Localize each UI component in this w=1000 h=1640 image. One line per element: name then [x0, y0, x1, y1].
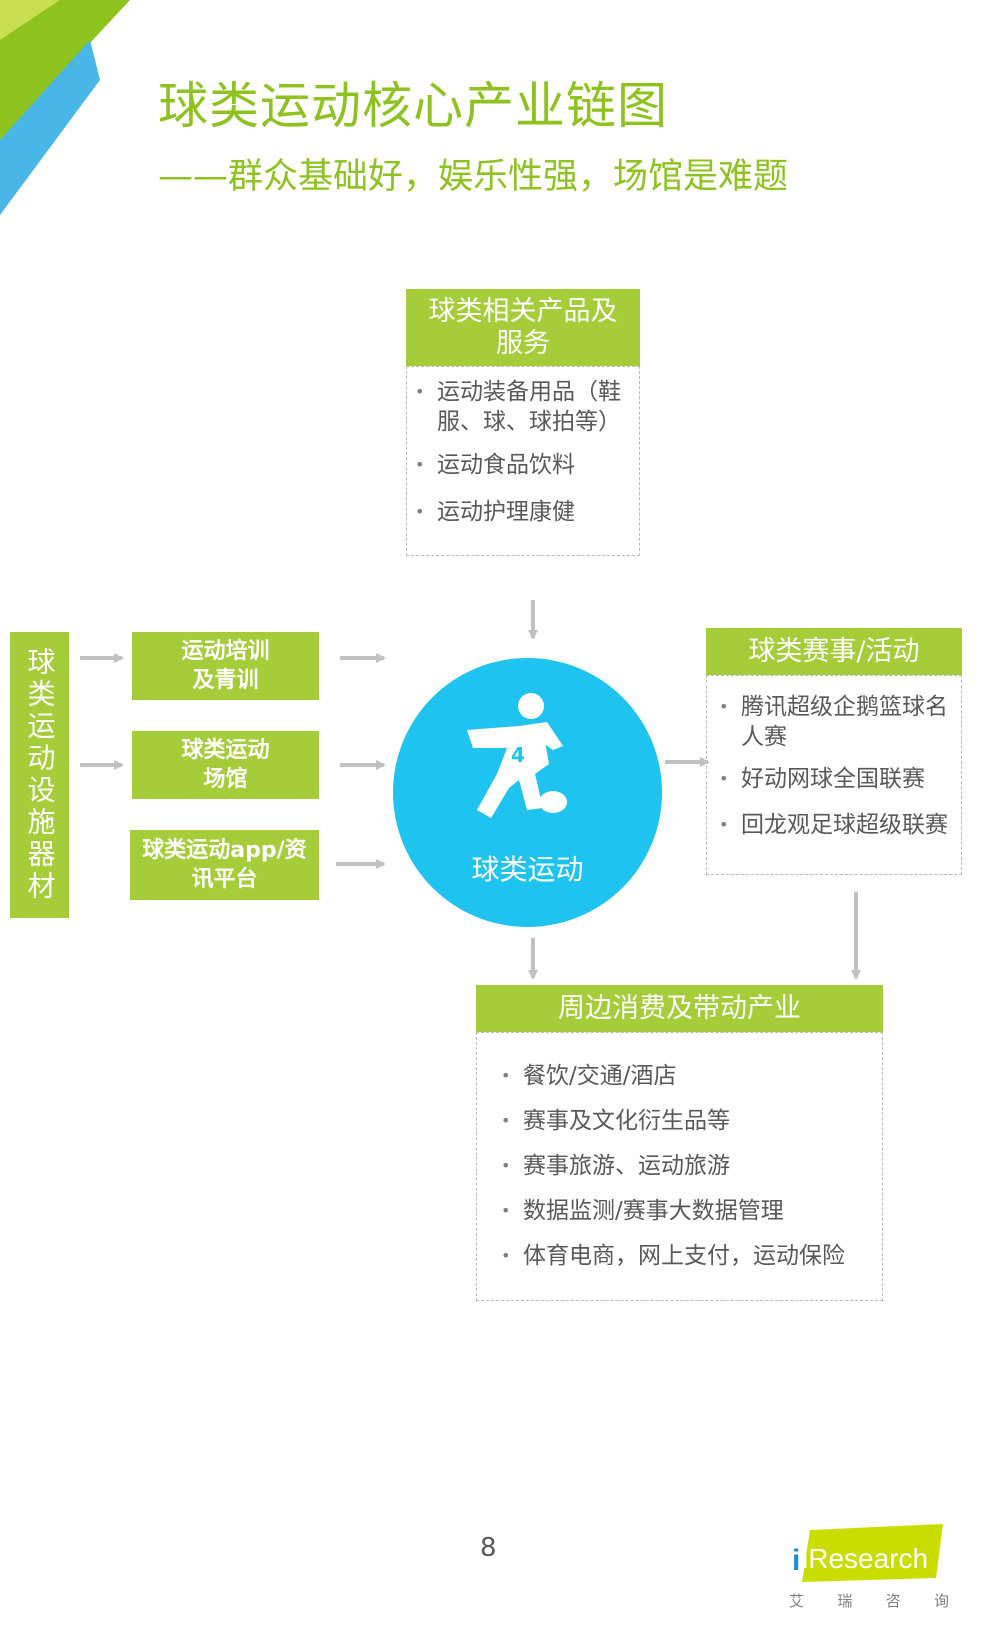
- events-box-header: 球类赛事/活动: [706, 628, 962, 675]
- soccer-player-icon: 4: [467, 693, 567, 818]
- list-item: 运动护理康健: [415, 497, 642, 527]
- venue-box: 球类运动场馆: [132, 731, 319, 799]
- list-item: 餐饮/交通/酒店: [501, 1061, 873, 1091]
- list-item: 赛事及文化衍生品等: [501, 1106, 873, 1136]
- list-item: 体育电商，网上支付，运动保险: [501, 1241, 873, 1271]
- list-item: 好动网球全国联赛: [719, 764, 957, 794]
- logo-chinese-name: 艾 瑞 咨 询: [789, 1592, 949, 1610]
- svg-text:iResearch: iResearch: [802, 1543, 928, 1574]
- list-item: 腾讯超级企鹅篮球名人赛: [719, 692, 957, 752]
- top-box-body: 运动装备用品（鞋服、球、球拍等） 运动食品饮料 运动护理康健: [406, 366, 640, 556]
- list-item: 运动食品饮料: [415, 450, 642, 480]
- list-item: 数据监测/赛事大数据管理: [501, 1196, 873, 1226]
- peripheral-box-header: 周边消费及带动产业: [476, 985, 883, 1032]
- list-item: 运动装备用品（鞋服、球、球拍等）: [415, 377, 642, 437]
- facilities-equipment-bar: 球类运动设施器材: [10, 632, 69, 918]
- svg-text:4: 4: [511, 743, 525, 767]
- app-platform-box: 球类运动app/资讯平台: [130, 830, 319, 900]
- list-item: 赛事旅游、运动旅游: [501, 1151, 873, 1181]
- peripheral-box-body: 餐饮/交通/酒店 赛事及文化衍生品等 赛事旅游、运动旅游 数据监测/赛事大数据管…: [476, 1032, 883, 1301]
- page-subtitle: ——群众基础好，娱乐性强，场馆是难题: [158, 157, 789, 197]
- page-title: 球类运动核心产业链图: [158, 77, 668, 135]
- iresearch-logo: i iResearch: [792, 1524, 943, 1582]
- page-number: 8: [480, 1533, 497, 1563]
- list-item: 回龙观足球超级联赛: [719, 810, 957, 840]
- events-box-body: 腾讯超级企鹅篮球名人赛 好动网球全国联赛 回龙观足球超级联赛: [706, 675, 962, 875]
- top-box-header: 球类相关产品及服务: [406, 289, 640, 366]
- corner-decoration: [0, 0, 130, 215]
- svg-text:i: i: [792, 1544, 800, 1577]
- ball-sports-label: 球类运动: [471, 853, 584, 886]
- training-box: 运动培训及青训: [132, 632, 319, 700]
